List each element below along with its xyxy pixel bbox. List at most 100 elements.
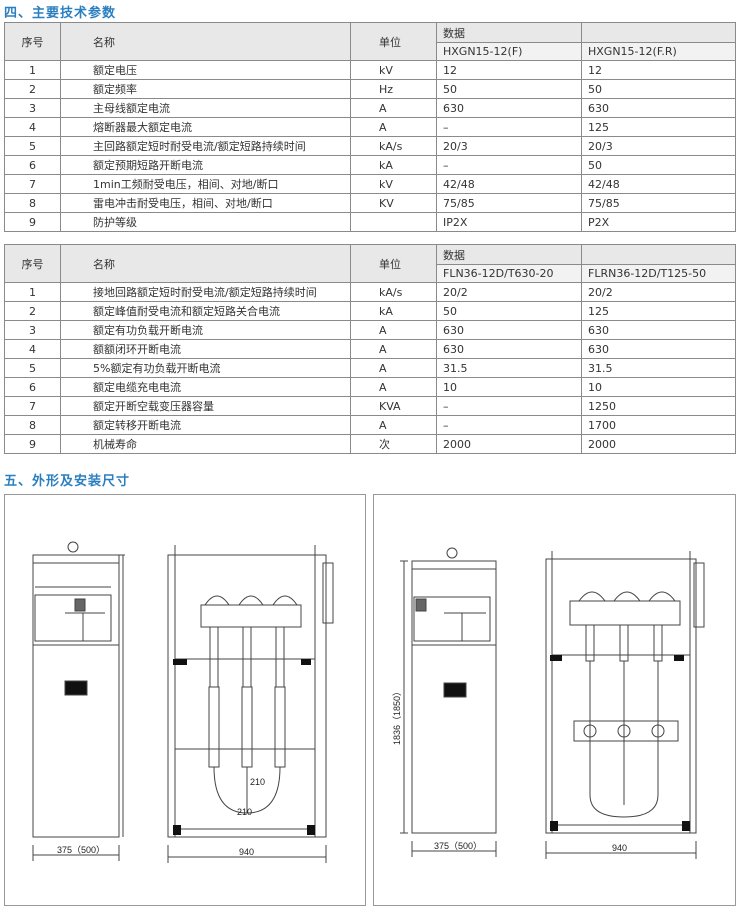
cell-value-2: 20/2 [581, 282, 736, 302]
cell-value-1: 31.5 [436, 358, 582, 378]
header-data: 数据 [436, 22, 582, 43]
cell-value-1: 630 [436, 98, 582, 118]
header-no: 序号 [4, 22, 61, 61]
cell-value-2: 2000 [581, 434, 736, 454]
cell-value-1: IP2X [436, 212, 582, 232]
cell-value-2: P2X [581, 212, 736, 232]
cell-no: 8 [4, 193, 61, 213]
width-side-label: 375（500） [434, 841, 482, 851]
section4-title: 四、主要技术参数 [4, 6, 117, 21]
header-name: 名称 [60, 22, 351, 61]
cell-name: 额定峰值耐受电流和额定短路关合电流 [60, 301, 351, 321]
side-panel [413, 596, 491, 642]
width-front-label: 940 [239, 847, 254, 857]
cell-no: 6 [4, 155, 61, 175]
cell-name: 接地回路额定短时耐受电流/额定短路持续时间 [60, 282, 351, 302]
cell-no: 7 [4, 174, 61, 194]
cell-no: 5 [4, 358, 61, 378]
cell-value-1: 50 [436, 301, 582, 321]
cell-value-2: 31.5 [581, 358, 736, 378]
cell-unit: A [350, 320, 437, 340]
cell-name: 额定频率 [60, 79, 351, 99]
cell-unit [350, 212, 437, 232]
cell-value-2: 50 [581, 155, 736, 175]
cell-name: 额定开断空载变压器容量 [60, 396, 351, 416]
cell-no: 1 [4, 60, 61, 80]
cell-name: 额定转移开断电流 [60, 415, 351, 435]
cell-no: 5 [4, 136, 61, 156]
cell-value-2: 630 [581, 339, 736, 359]
cell-unit: A [350, 339, 437, 359]
header-unit: 单位 [350, 244, 437, 283]
cell-unit: KV [350, 193, 437, 213]
cell-name: 额额闭环开断电流 [60, 339, 351, 359]
cell-unit: kV [350, 60, 437, 80]
header-col1: FLN36-12D/T630-20 [436, 264, 582, 283]
cell-no: 9 [4, 434, 61, 454]
cell-value-1: – [436, 396, 582, 416]
switch-unit [200, 604, 302, 628]
cell-value-2: 125 [581, 117, 736, 137]
drawing-left: 210 210 375（500） 940 [4, 494, 366, 906]
cell-no: 4 [4, 339, 61, 359]
cell-no: 2 [4, 79, 61, 99]
width-side-label: 375（500） [57, 845, 105, 855]
cell-value-2: 12 [581, 60, 736, 80]
cell-value-2: 75/85 [581, 193, 736, 213]
cell-name: 1min工频耐受电压，相间、对地/断口 [60, 174, 351, 194]
cell-no: 3 [4, 98, 61, 118]
header-no: 序号 [4, 244, 61, 283]
cell-value-1: 75/85 [436, 193, 582, 213]
section5-title: 五、外形及安装尺寸 [4, 474, 131, 489]
cell-value-1: 20/3 [436, 136, 582, 156]
cell-value-2: 1700 [581, 415, 736, 435]
cell-unit: A [350, 98, 437, 118]
cell-name: 5%额定有功负载开断电流 [60, 358, 351, 378]
cell-unit: 次 [350, 434, 437, 454]
cell-unit: KVA [350, 396, 437, 416]
cell-unit: kV [350, 174, 437, 194]
cell-no: 8 [4, 415, 61, 435]
height-label: 1836（1850） [392, 687, 402, 745]
cell-unit: Hz [350, 79, 437, 99]
cell-unit: A [350, 377, 437, 397]
cell-no: 1 [4, 282, 61, 302]
cell-value-1: – [436, 117, 582, 137]
cell-no: 9 [4, 212, 61, 232]
cell-name: 熔断器最大额定电流 [60, 117, 351, 137]
spec-table-2: 序号 名称 单位 数据 FLN36-12D/T630-20 FLRN36-12D… [4, 244, 736, 454]
side-cabinet-outline [411, 560, 497, 834]
cell-name: 雷电冲击耐受电压，相间、对地/断口 [60, 193, 351, 213]
nameplate-mark [64, 680, 88, 696]
header-name: 名称 [60, 244, 351, 283]
ct-bar [573, 720, 679, 742]
dim-b-label: 210 [237, 807, 252, 817]
cell-value-2: 1250 [581, 396, 736, 416]
cell-value-2: 42/48 [581, 174, 736, 194]
cell-value-1: – [436, 155, 582, 175]
cell-value-1: 630 [436, 320, 582, 340]
cell-name: 主回路额定短时耐受电流/额定短路持续时间 [60, 136, 351, 156]
switch-unit [569, 600, 681, 626]
cell-value-1: 50 [436, 79, 582, 99]
spec-table-1: 序号 名称 单位 数据 HXGN15-12(F) HXGN15-12(F.R) … [4, 22, 736, 232]
dim-a-label: 210 [250, 777, 265, 787]
header-data: 数据 [436, 244, 582, 265]
cell-value-1: 630 [436, 339, 582, 359]
cell-value-1: 2000 [436, 434, 582, 454]
cell-value-1: 20/2 [436, 282, 582, 302]
side-panel [34, 594, 112, 642]
cell-unit: A [350, 415, 437, 435]
cell-unit: A [350, 117, 437, 137]
cell-name: 主母线额定电流 [60, 98, 351, 118]
cell-no: 4 [4, 117, 61, 137]
